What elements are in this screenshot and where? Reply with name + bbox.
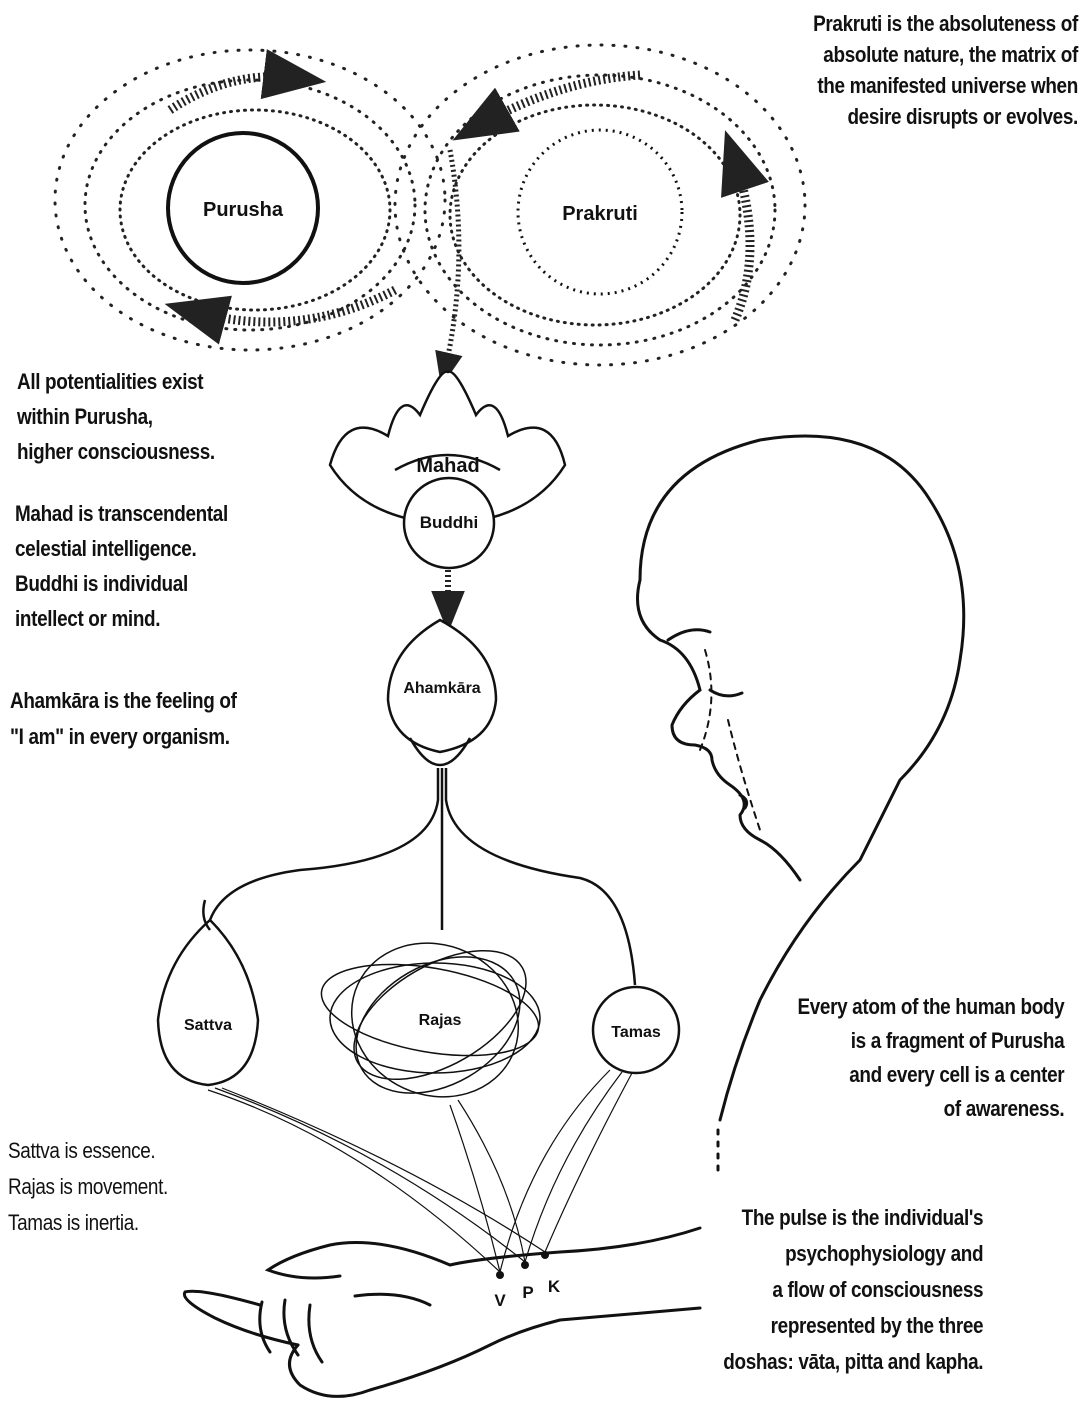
pulse-dot (521, 1261, 529, 1269)
pulse-caption: The pulse is the individual's psychophys… (723, 1200, 983, 1380)
sattva-label: Sattva (184, 1017, 232, 1034)
purusha-node: Purusha (168, 133, 318, 283)
arrow-icon (480, 75, 640, 125)
arrow-icon (735, 160, 750, 320)
pulse-point-p: P (522, 1283, 533, 1302)
buddhi-node: Buddhi (404, 478, 494, 568)
ahamkara-label: Ahamkāra (403, 680, 480, 697)
pulse-point-v: V (494, 1291, 506, 1310)
gunas-caption: Sattva is essence. Rajas is movement. Ta… (8, 1133, 168, 1241)
prakruti-label: Prakruti (562, 203, 638, 225)
sattva-node (158, 900, 258, 1085)
pulse-point-k: K (548, 1277, 561, 1296)
mahad-caption: Mahad is transcendental celestial intell… (15, 496, 228, 636)
mahad-label: Mahad (416, 455, 479, 477)
purusha-caption: All potentialities exist within Purusha,… (17, 364, 215, 469)
prakruti-caption: Prakruti is the absoluteness of absolute… (813, 8, 1078, 132)
guna-stems (210, 768, 635, 985)
hand-illustration (184, 1228, 700, 1396)
atom-caption: Every atom of the human body is a fragme… (797, 990, 1064, 1126)
buddhi-label: Buddhi (420, 513, 479, 532)
tamas-label: Tamas (611, 1024, 661, 1041)
pulse-dot (496, 1271, 504, 1279)
purusha-label: Purusha (203, 199, 284, 221)
pulse-lines (208, 1070, 632, 1272)
ahamkara-caption: Ahamkāra is the feeling of "I am" in eve… (10, 683, 237, 755)
rajas-label: Rajas (419, 1012, 462, 1029)
prakruti-node: Prakruti (518, 130, 682, 294)
tamas-node: Tamas (593, 987, 679, 1073)
